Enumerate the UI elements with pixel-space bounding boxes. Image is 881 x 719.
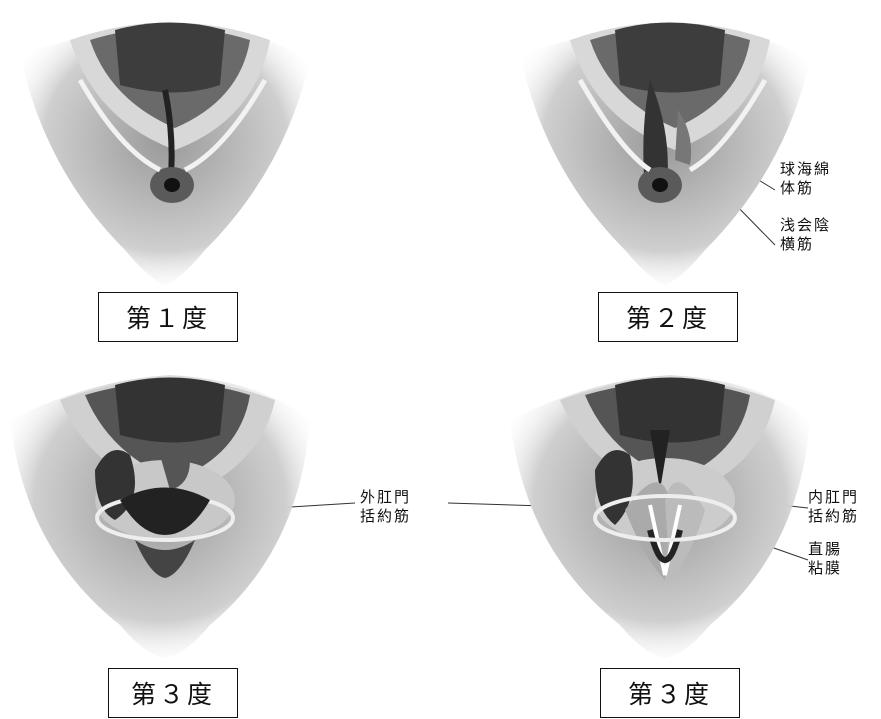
degree-1-illustration (0, 0, 320, 290)
label-bulbospongiosus-line1: 球海綿 (780, 160, 831, 179)
degree-3-external-illustration (0, 360, 320, 660)
label-bulbospongiosus-line2: 体筋 (780, 179, 831, 198)
degree-2-illustration (500, 0, 820, 290)
label-external-anal-sphincter: 外肛門 括約筋 (360, 488, 411, 526)
label-external-sphincter-line2: 括約筋 (360, 507, 411, 526)
label-superficial-transverse-line2: 横筋 (780, 235, 831, 254)
label-rectal-mucosa-line2: 粘膜 (808, 559, 842, 578)
label-superficial-transverse-line1: 浅会陰 (780, 216, 831, 235)
label-superficial-transverse-perineal: 浅会陰 横筋 (780, 216, 831, 254)
grade-label-3-internal: 第３度 (600, 668, 740, 718)
grade-label-3-external: 第３度 (108, 668, 238, 718)
label-internal-anal-sphincter: 内肛門 括約筋 (808, 488, 859, 526)
grade-label-2: 第２度 (598, 292, 738, 342)
label-external-sphincter-line1: 外肛門 (360, 488, 411, 507)
label-rectal-mucosa-line1: 直腸 (808, 540, 842, 559)
label-internal-sphincter-line1: 内肛門 (808, 488, 859, 507)
grade-label-1: 第１度 (98, 292, 238, 342)
label-internal-sphincter-line2: 括約筋 (808, 507, 859, 526)
degree-3-internal-illustration (500, 360, 820, 660)
label-rectal-mucosa: 直腸 粘膜 (808, 540, 842, 578)
label-bulbospongiosus: 球海綿 体筋 (780, 160, 831, 198)
